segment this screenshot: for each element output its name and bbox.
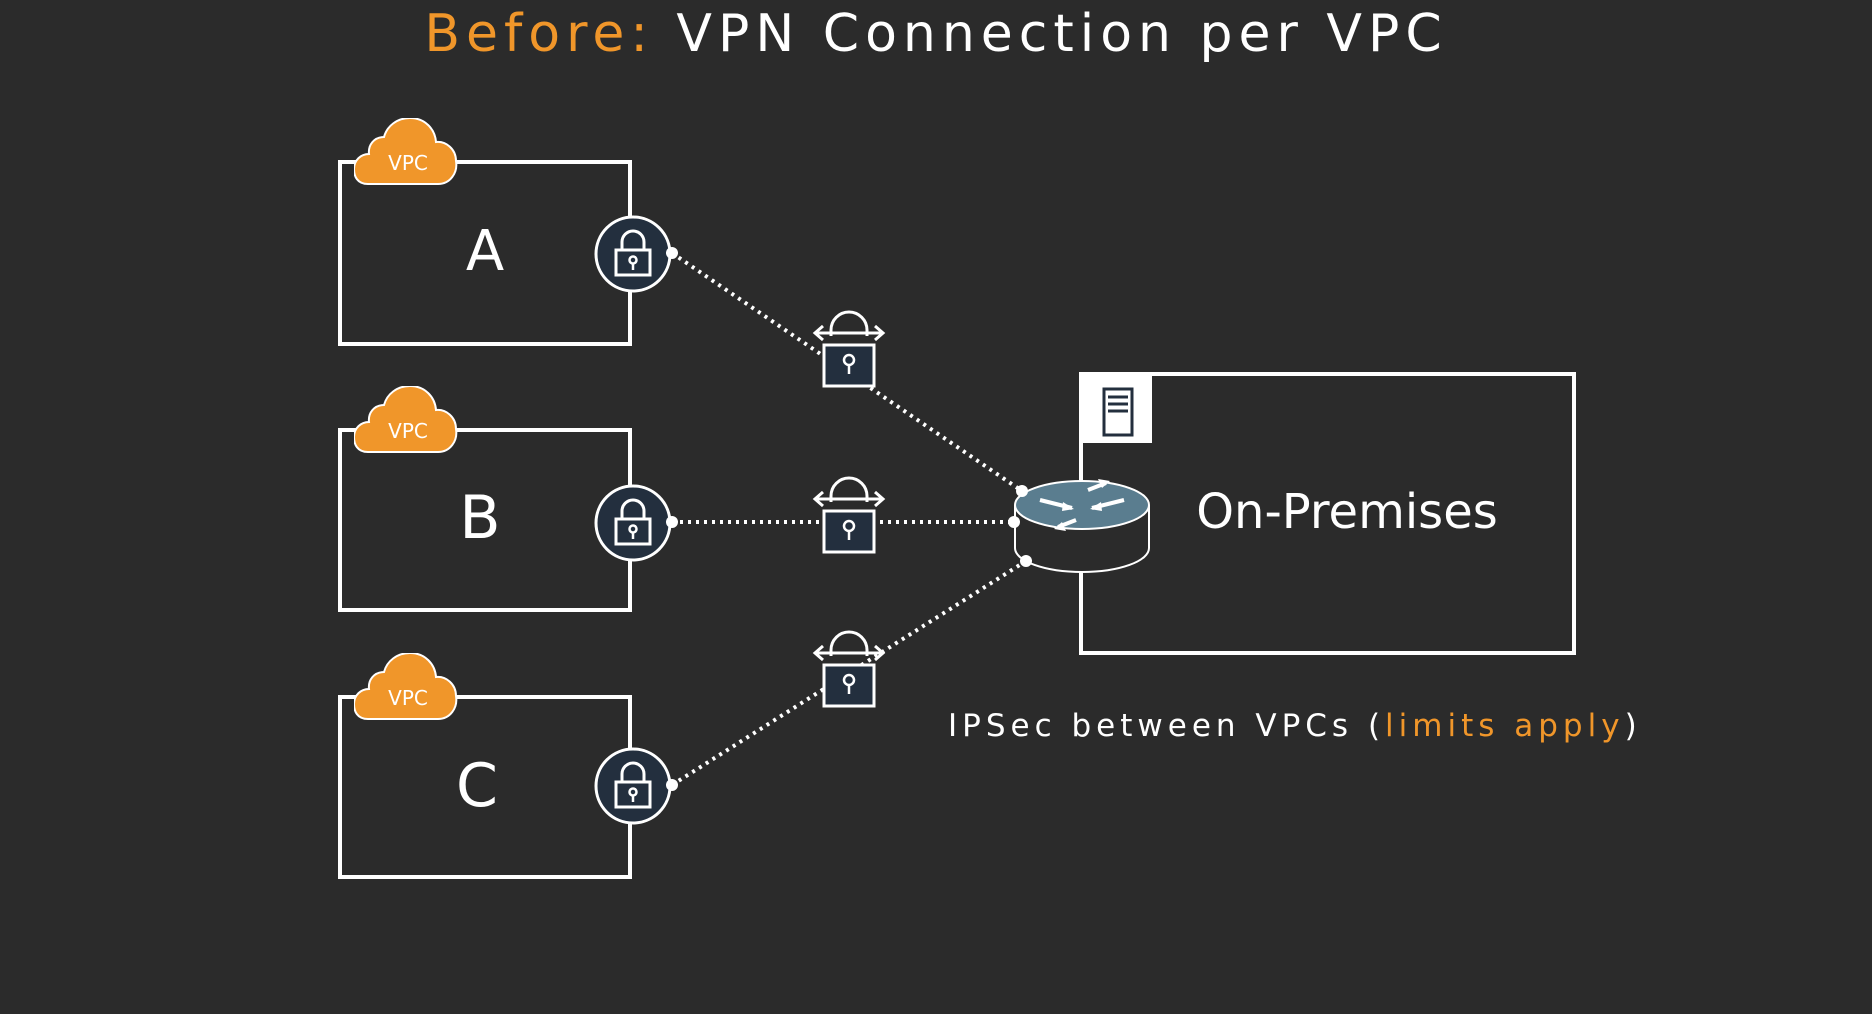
vpn-lock-icon-c <box>812 630 886 708</box>
vpc-b-badge: VPC <box>388 419 428 443</box>
caption: IPSec between VPCs (limits apply) <box>948 708 1642 744</box>
tunnel-line-a <box>670 251 1024 493</box>
caption-close: ) <box>1624 708 1642 744</box>
router-icon <box>1014 479 1150 573</box>
padlock-icon-a <box>594 215 672 293</box>
padlock-icon-c <box>594 747 672 825</box>
diagram-title: Before: VPN Connection per VPC <box>0 4 1872 64</box>
padlock-icon-b <box>594 484 672 562</box>
on-premises-label: On-Premises <box>1196 484 1497 540</box>
caption-text: IPSec between VPCs ( <box>948 708 1386 744</box>
connection-dots <box>666 247 1032 791</box>
vpc-b: VPC B <box>338 386 632 612</box>
vpn-lock-icon-a <box>812 310 886 388</box>
title-main: VPN Connection per VPC <box>676 4 1448 64</box>
vpn-lock-icon-b <box>812 476 886 554</box>
vpc-c-label: C <box>456 751 498 821</box>
caption-highlight: limits apply <box>1385 708 1625 744</box>
title-prefix: Before: <box>424 4 654 64</box>
vpc-c: VPC C <box>338 653 632 879</box>
server-icon <box>1081 374 1152 443</box>
vpc-a-badge: VPC <box>388 151 428 175</box>
vpc-b-label: B <box>459 483 500 553</box>
vpc-c-badge: VPC <box>388 686 428 710</box>
vpc-a-label: A <box>466 219 504 284</box>
on-premises: On-Premises <box>1079 372 1576 655</box>
vpc-a: VPC A <box>338 118 632 346</box>
